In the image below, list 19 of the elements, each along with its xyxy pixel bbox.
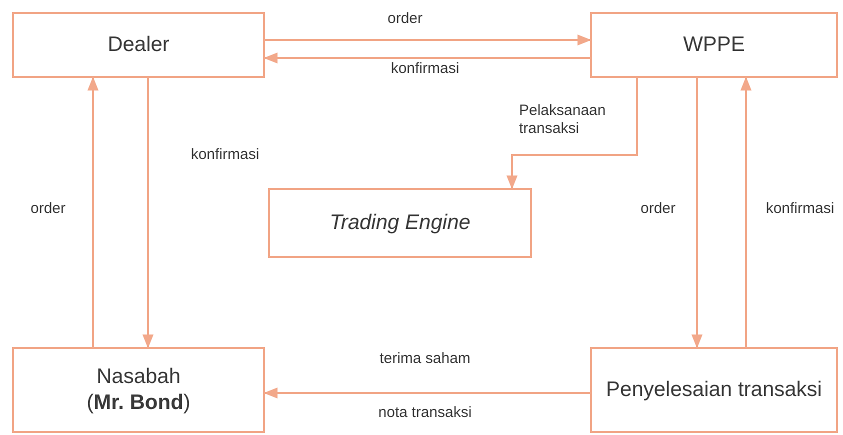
text-label: nota transaksi bbox=[378, 404, 472, 422]
process-box bbox=[12, 347, 265, 433]
process-box bbox=[590, 12, 838, 78]
arrow bbox=[142, 78, 154, 348]
arrow bbox=[265, 34, 592, 46]
arrow bbox=[740, 76, 752, 347]
box-label: Trading Engine bbox=[330, 210, 470, 236]
arrow bbox=[264, 387, 590, 399]
process-box bbox=[268, 188, 532, 258]
arrow bbox=[264, 52, 590, 64]
box-label: Penyelesaian transaksi bbox=[606, 377, 822, 403]
box-label: Dealer bbox=[108, 32, 170, 58]
process-box bbox=[590, 347, 838, 433]
box-label: Nasabah (Mr. Bond) bbox=[86, 364, 192, 416]
box-label: WPPE bbox=[683, 32, 745, 58]
arrow bbox=[506, 78, 638, 190]
arrow bbox=[691, 78, 703, 348]
arrow bbox=[87, 76, 99, 347]
process-box bbox=[12, 12, 265, 78]
